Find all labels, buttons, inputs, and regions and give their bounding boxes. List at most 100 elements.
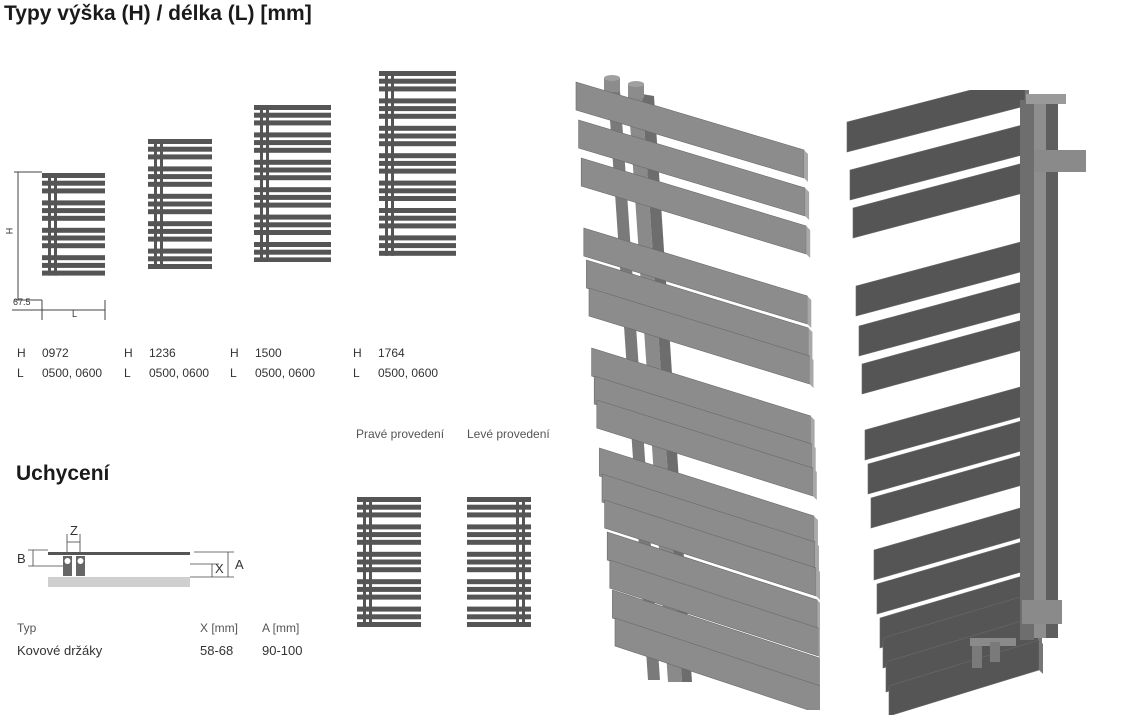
radiator-bar bbox=[357, 551, 421, 557]
radiator-bar bbox=[357, 579, 421, 585]
radiator-bar bbox=[42, 262, 105, 268]
radiator-bar bbox=[254, 249, 331, 255]
radiator-bar bbox=[148, 209, 212, 215]
type-1-l-key: L bbox=[17, 366, 24, 380]
dim-h-label: H bbox=[4, 227, 15, 235]
radiator-bar bbox=[467, 559, 531, 565]
radiator-bar bbox=[254, 242, 331, 247]
radiator-bar bbox=[357, 614, 421, 620]
radiator-bar bbox=[379, 113, 456, 119]
radiator-bar bbox=[467, 614, 531, 620]
radiator-bar bbox=[379, 223, 456, 229]
radiator-bar bbox=[42, 270, 105, 276]
radiator-bar bbox=[467, 524, 531, 530]
radiator-bar bbox=[254, 202, 331, 208]
render-bar-side bbox=[806, 226, 811, 258]
radiator-bar bbox=[379, 133, 456, 139]
radiator-bar bbox=[254, 194, 331, 200]
radiator-bar bbox=[357, 497, 421, 502]
radiator-bar bbox=[254, 105, 331, 110]
radiator-render-left bbox=[846, 90, 1086, 715]
page-title: Typy výška (H) / délka (L) [mm] bbox=[4, 2, 312, 25]
type-4-l-value: 0500, 0600 bbox=[378, 366, 439, 380]
radiator-h1236 bbox=[148, 139, 212, 269]
render-bar-side bbox=[808, 328, 813, 360]
render-bar-side bbox=[816, 568, 820, 600]
type-4-l-key: L bbox=[353, 366, 360, 380]
type-4-h-value: 1764 bbox=[378, 346, 405, 360]
radiator-render-right bbox=[575, 75, 820, 710]
render-bar bbox=[596, 399, 814, 497]
mount-a-label: A bbox=[235, 557, 244, 572]
radiator-h1764 bbox=[379, 71, 456, 256]
radiator-bar bbox=[357, 586, 421, 592]
render-bar bbox=[578, 119, 806, 217]
radiator-bar bbox=[148, 264, 212, 269]
radiator-bar bbox=[148, 221, 212, 227]
dim-offset-label: 67.5 bbox=[13, 297, 31, 307]
render-bar-side bbox=[807, 296, 812, 328]
radiator-bar bbox=[379, 78, 456, 84]
radiator-bar bbox=[42, 215, 105, 221]
radiator-bar bbox=[148, 146, 212, 152]
render-bar-side bbox=[804, 150, 808, 182]
radiator-bar bbox=[379, 180, 456, 186]
mount-z-label: Z bbox=[70, 523, 78, 538]
mount-b-label: B bbox=[17, 551, 26, 566]
radiator-bar bbox=[148, 228, 212, 234]
radiator-bar bbox=[42, 227, 105, 233]
radiator-bar bbox=[379, 86, 456, 92]
radiator-bar bbox=[357, 539, 421, 545]
radiator-bar bbox=[42, 188, 105, 194]
mount-x-label: X bbox=[215, 561, 224, 576]
mount-row-a: 90-100 bbox=[262, 643, 303, 658]
mount-row-type: Kovové držáky bbox=[17, 643, 103, 658]
mount-row-x: 58-68 bbox=[200, 643, 234, 658]
mounting-heading: Uchycení bbox=[16, 462, 110, 485]
radiator-bar bbox=[379, 71, 456, 76]
type-1-l-value: 0500, 0600 bbox=[42, 366, 103, 380]
radiator-bar bbox=[467, 579, 531, 585]
radiator-bar bbox=[379, 168, 456, 174]
radiator-bar bbox=[42, 235, 105, 241]
render-bar-side bbox=[819, 658, 820, 687]
radiator-bar bbox=[42, 243, 105, 249]
radiator-bar bbox=[254, 187, 331, 193]
radiator-bar bbox=[254, 140, 331, 146]
type-3-l-key: L bbox=[230, 366, 237, 380]
type-1-h-key: H bbox=[17, 346, 26, 360]
radiator-bar bbox=[357, 559, 421, 565]
radiator-bar bbox=[467, 606, 531, 612]
radiator-bar bbox=[148, 256, 212, 262]
dimension-drawing bbox=[12, 171, 106, 320]
radiator-bar bbox=[254, 159, 331, 165]
radiator-bar bbox=[467, 532, 531, 538]
render-bar bbox=[604, 499, 817, 597]
radiator-bar bbox=[467, 622, 531, 627]
type-2-l-key: L bbox=[124, 366, 131, 380]
render-bar-side bbox=[813, 516, 818, 548]
render-bar bbox=[609, 559, 819, 657]
radiator-bar bbox=[379, 235, 456, 241]
radiator-bar bbox=[379, 125, 456, 131]
radiator-bar bbox=[467, 539, 531, 545]
radiator-bar bbox=[379, 188, 456, 194]
radiator-collector bbox=[260, 105, 263, 263]
radiator-bar bbox=[254, 175, 331, 181]
radiator-bar bbox=[42, 255, 105, 261]
radiator-bar bbox=[148, 201, 212, 207]
render-bar-side bbox=[812, 468, 817, 500]
render-bar-side bbox=[817, 600, 820, 631]
radiator-bar bbox=[42, 173, 105, 178]
type-2-l-value: 0500, 0600 bbox=[149, 366, 210, 380]
radiator-bar bbox=[254, 167, 331, 173]
type-3-l-value: 0500, 0600 bbox=[255, 366, 316, 380]
mount-header-a: A [mm] bbox=[262, 621, 300, 635]
render-bar bbox=[614, 617, 820, 710]
radiator-bar bbox=[467, 512, 531, 518]
radiator-bar bbox=[467, 497, 531, 502]
radiator-bar bbox=[42, 200, 105, 206]
radiator-bar bbox=[357, 594, 421, 600]
radiator-bar bbox=[379, 250, 456, 256]
radiator-bar bbox=[379, 106, 456, 112]
